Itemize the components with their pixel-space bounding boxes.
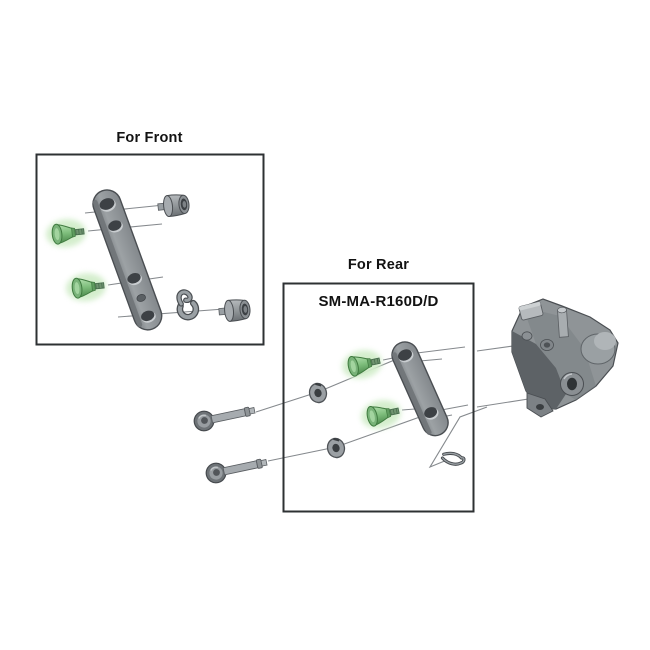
front-mount-bolt-lower xyxy=(217,298,252,323)
rear-snap-pin xyxy=(440,451,466,466)
caliper-top-cap xyxy=(518,301,544,321)
rear-fixing-bolt-upper xyxy=(340,347,385,383)
front-mount-bolt-upper xyxy=(156,192,191,219)
rear-washer-lower xyxy=(324,435,348,461)
rear-washer-upper xyxy=(306,380,330,406)
front-fixing-bolt-upper xyxy=(45,217,88,249)
rear-parts-box xyxy=(282,282,475,513)
front-section-title: For Front xyxy=(116,130,183,146)
brake-caliper xyxy=(511,298,619,418)
rear-fixing-bolt-lower xyxy=(359,397,404,433)
front-parts-box xyxy=(35,153,265,346)
rear-model-number: SM-MA-R160D/D xyxy=(318,293,439,310)
rear-mount-bolt-upper xyxy=(191,399,258,434)
front-adapter-bracket xyxy=(92,189,163,331)
rear-mount-bolt-lower xyxy=(203,451,270,486)
front-fixing-bolt-lower xyxy=(65,271,108,303)
caliper-bleed-cylinder xyxy=(557,306,569,338)
front-hook-washer xyxy=(176,289,200,321)
axis-line xyxy=(267,412,432,462)
rear-section-title: For Rear xyxy=(347,257,410,273)
rear-adapter-bracket xyxy=(391,341,449,437)
